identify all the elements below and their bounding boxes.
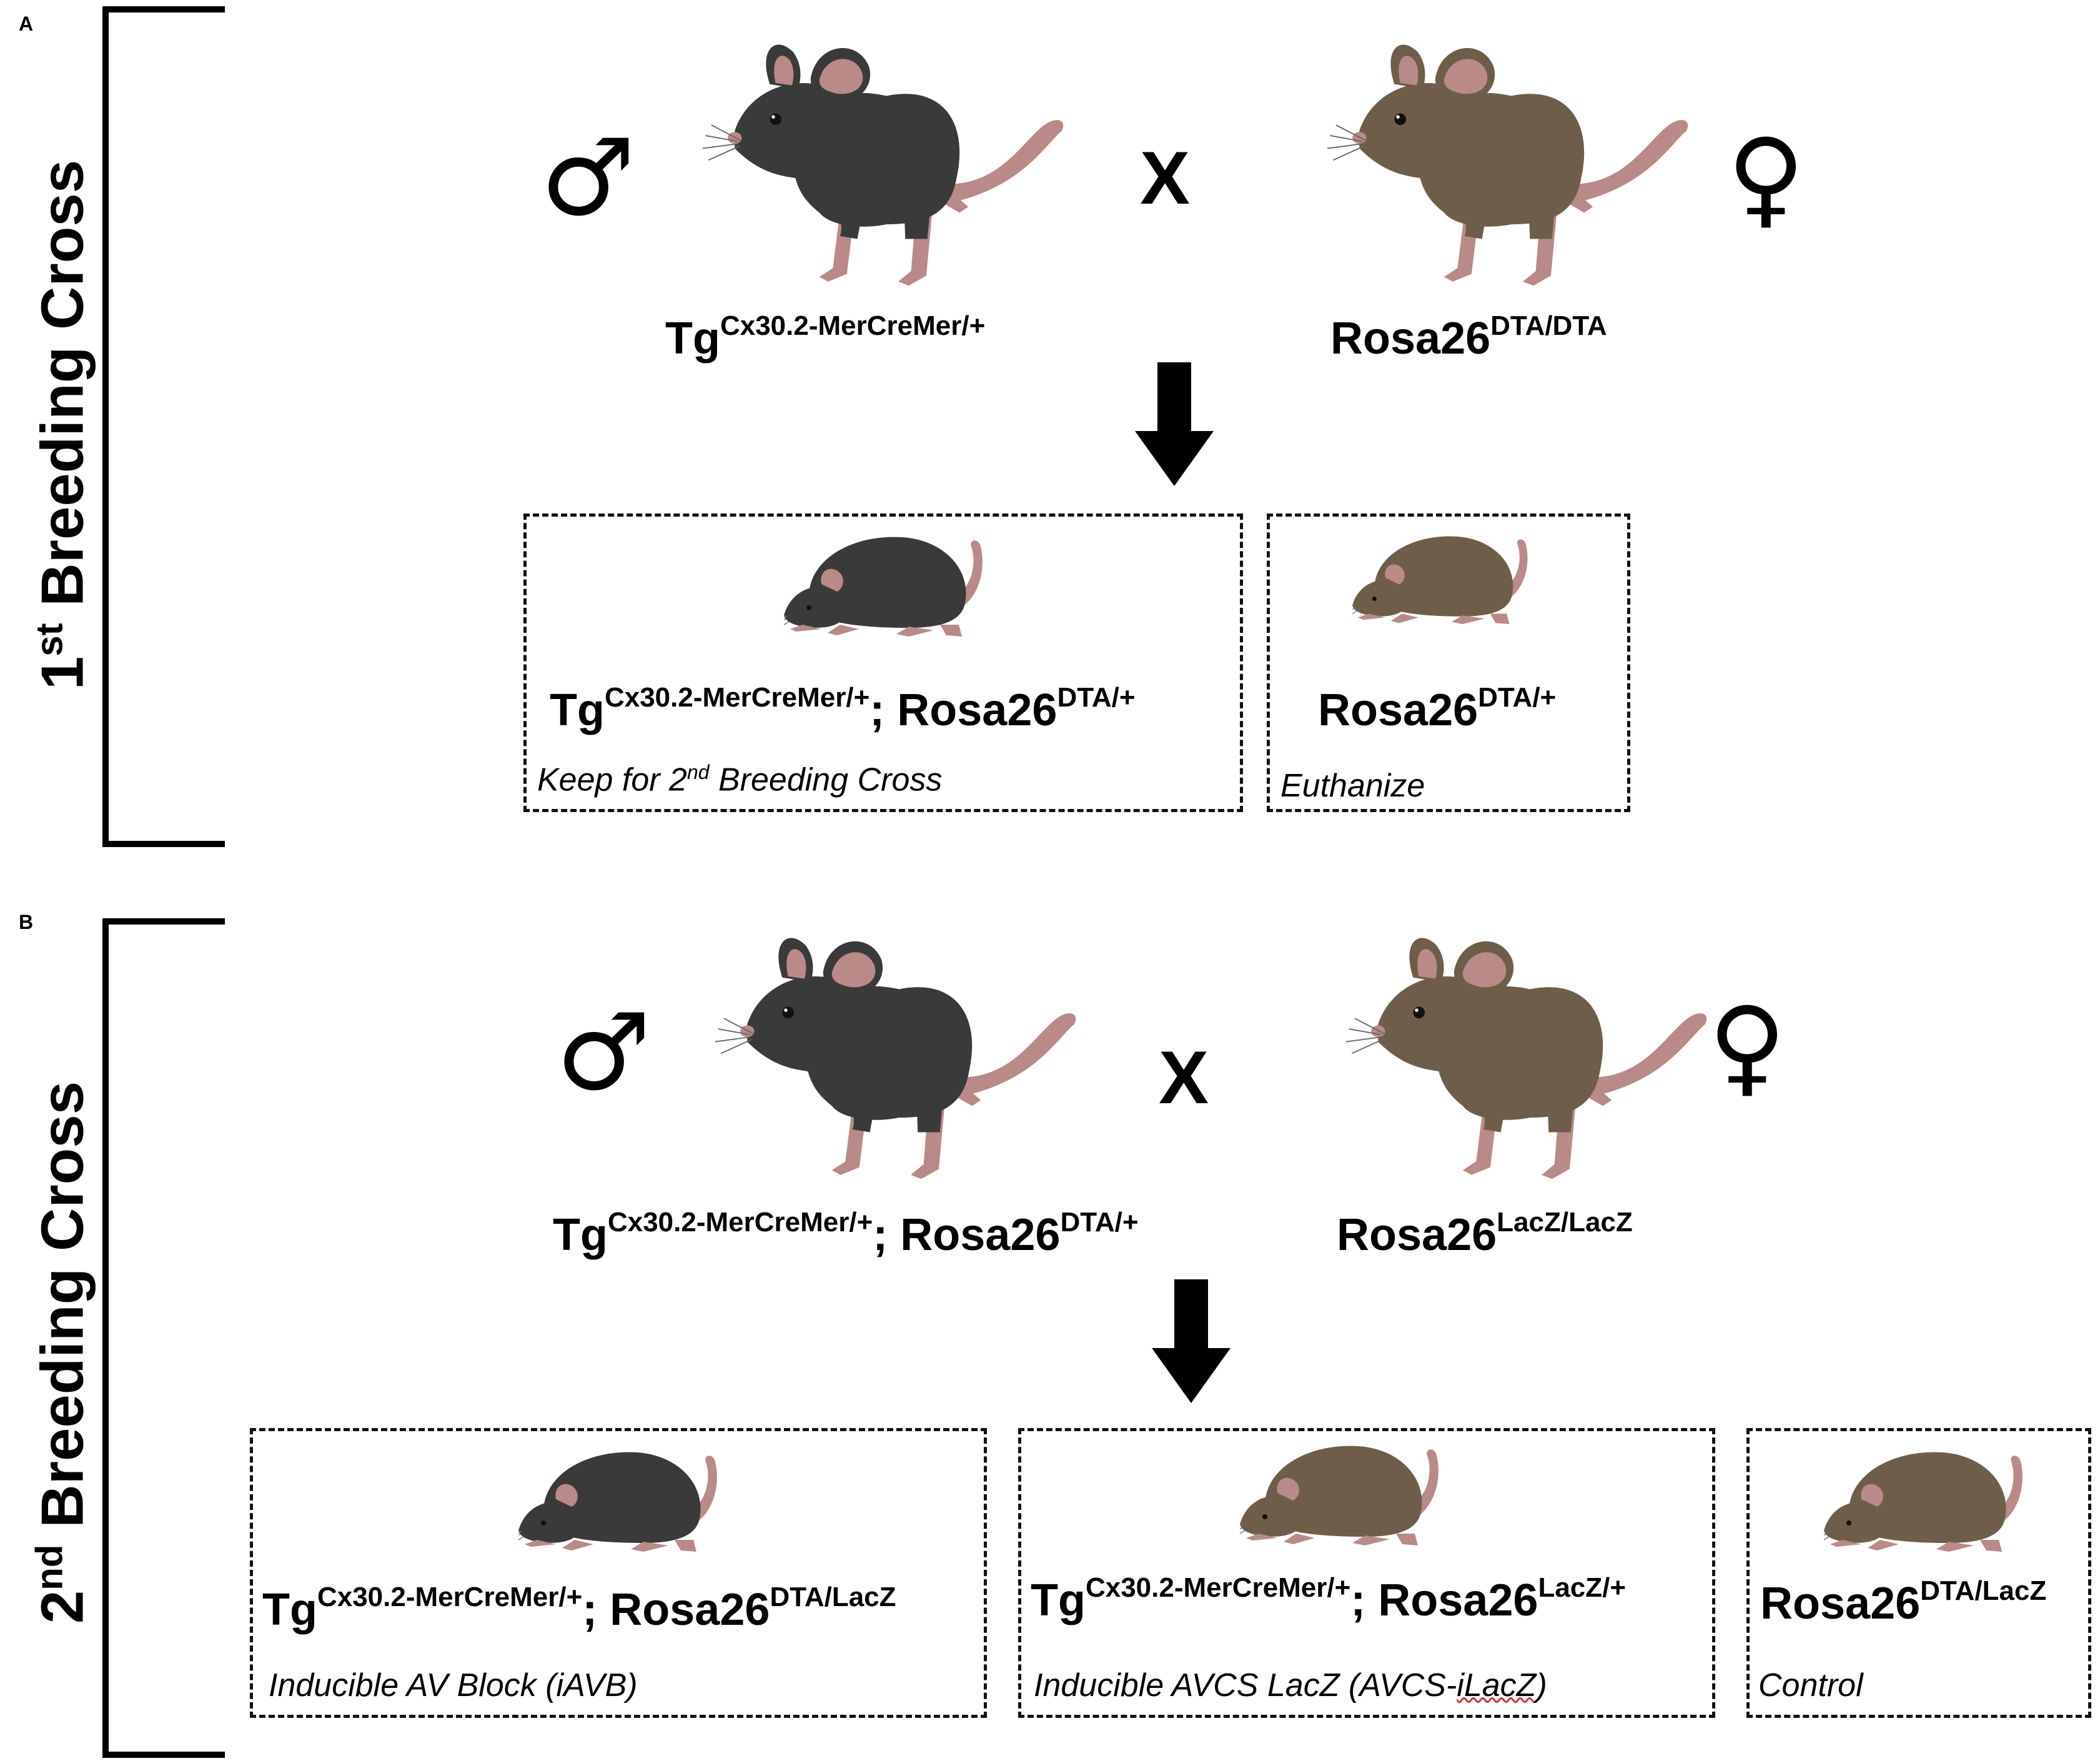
genotype-allele: DTA/LacZ [1920,1575,2047,1606]
genotype-base: Rosa26 [610,1585,770,1635]
panel-a-side-label: 1st Breeding Cross [28,160,97,690]
genotype-base: Tg [550,685,605,735]
genotype-separator: ; [582,1585,610,1635]
panel-b-letter: B [19,911,34,933]
genotype-allele: Cx30.2-MerCreMer/+ [1085,1572,1351,1603]
offspring-b3-note: Control [1758,1667,1863,1704]
genotype-base: Tg [553,1210,608,1260]
panel-b-side-label-num: 2 [29,1590,96,1624]
genotype-allele: Cx30.2-MerCreMer/+ [317,1582,583,1612]
genotype-allele: DTA/+ [1478,682,1557,713]
offspring-b2-note: Inducible AVCS LacZ (AVCS-iLacZ) [1034,1667,1547,1704]
female-symbol-icon: ♀ [1727,116,1805,240]
mouse-crouching-icon [1240,1431,1452,1555]
offspring-box-a1 [523,513,1243,812]
note-sup: nd [686,761,710,783]
genotype-base: Tg [665,314,720,364]
note-text: Keep for 2 [537,761,687,798]
genotype-allele: DTA/+ [1057,682,1136,713]
mouse-standing-icon [693,931,1093,1199]
genotype-separator: ; [1350,1575,1379,1625]
genotype-allele: DTA/+ [1060,1207,1139,1238]
mouse-crouching-icon [1352,522,1540,634]
panel-b-side-label: 2nd Breeding Cross [28,1081,97,1624]
arrow-down-icon [1135,362,1214,486]
genotype-allele: LacZ/LacZ [1497,1207,1633,1238]
mouse-standing-icon [1305,37,1705,306]
note-text: ) [1536,1667,1547,1704]
genotype-allele: DTA/LacZ [770,1582,896,1612]
mouse-standing-icon [1324,931,1724,1199]
arrow-down-icon [1152,1279,1231,1403]
panel-b-side-label-main: Breeding Cross [29,1081,96,1528]
panel-a-side-label-sup: st [28,623,71,657]
panel-b-side-label-sup: nd [28,1544,71,1590]
panel-a-side-label-num: 1 [29,656,96,690]
genotype-base: Rosa26 [1330,314,1491,364]
mouse-crouching-icon [1824,1437,2036,1562]
female-symbol-icon: ♀ [1708,985,1786,1108]
note-text-marked: iLacZ [1457,1667,1537,1704]
genotype-allele: Cx30.2-MerCreMer/+ [720,310,986,341]
genotype-base: Rosa26 [897,685,1057,735]
offspring-b1-genotype: TgCx30.2-MerCreMer/+; Rosa26DTA/LacZ [262,1582,896,1635]
offspring-a1-genotype: TgCx30.2-MerCreMer/+; Rosa26DTA/+ [550,684,1136,733]
genotype-base: Tg [1031,1575,1086,1625]
offspring-a2-note: Euthanize [1280,768,1425,804]
offspring-a2-genotype: Rosa26DTA/+ [1318,684,1556,733]
genotype-allele: LacZ/+ [1538,1572,1627,1603]
male-symbol-icon: ♂ [556,991,651,1114]
cross-symbol: X [1140,136,1191,220]
genotype-base: Rosa26 [1760,1579,1921,1629]
offspring-box-b1 [250,1428,987,1718]
genotype-allele: Cx30.2-MerCreMer/+ [607,1207,873,1238]
genotype-allele: DTA/DTA [1490,310,1607,341]
parent-female-genotype: Rosa26DTA/DTA [1330,310,1607,364]
offspring-a1-note: Keep for 2nd Breeding Cross [537,761,942,798]
genotype-base: Rosa26 [1378,1575,1538,1625]
offspring-box-b2 [1018,1428,1715,1718]
parent-male-genotype: TgCx30.2-MerCreMer/+ [665,310,986,364]
genotype-base: Rosa26 [900,1210,1061,1260]
offspring-box-a2 [1267,513,1630,812]
offspring-b1-note: Inducible AV Block (iAVB) [269,1667,638,1704]
mouse-crouching-icon [518,1437,731,1562]
cross-symbol: X [1159,1036,1209,1119]
genotype-allele: Cx30.2-MerCreMer/+ [604,682,870,713]
note-text: Inducible AVCS LacZ (AVCS- [1034,1667,1457,1704]
parent-female-genotype: Rosa26LacZ/LacZ [1337,1209,1633,1258]
offspring-b2-genotype: TgCx30.2-MerCreMer/+; Rosa26LacZ/+ [1031,1572,1627,1625]
panel-a-side-label-main: Breeding Cross [29,159,96,607]
parent-male-genotype: TgCx30.2-MerCreMer/+; Rosa26DTA/+ [553,1209,1139,1258]
mouse-standing-icon [681,37,1081,306]
genotype-base: Rosa26 [1337,1210,1497,1260]
genotype-base: Tg [262,1585,317,1635]
offspring-box-b3 [1746,1428,2091,1718]
male-symbol-icon: ♂ [540,116,636,240]
offspring-b3-genotype: Rosa26DTA/LacZ [1760,1575,2047,1629]
genotype-separator: ; [869,685,898,735]
note-text: Breeding Cross [709,761,943,798]
genotype-base: Rosa26 [1318,685,1478,735]
mouse-crouching-icon [784,522,996,647]
genotype-separator: ; [873,1210,901,1260]
panel-a-letter: A [19,12,34,35]
